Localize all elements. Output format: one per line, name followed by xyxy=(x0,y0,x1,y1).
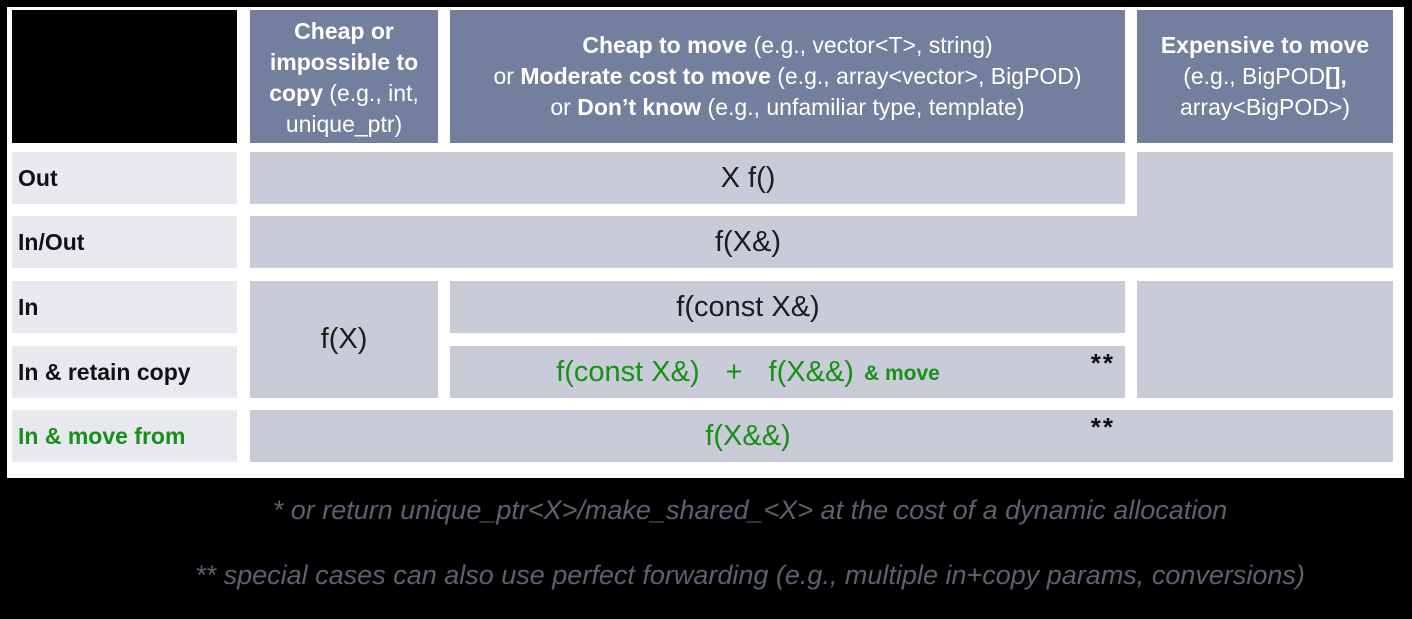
header-col3-line3: array<BigPOD>) xyxy=(1179,94,1350,120)
retain-and-move: & move xyxy=(863,362,940,385)
retain-rvalue-ref: f(X&&) xyxy=(768,355,854,388)
code-by-value-signature: f(X) xyxy=(320,323,368,355)
footnote-perfect-forwarding: ** special cases can also use perfect fo… xyxy=(195,560,1305,590)
header-col3-line1: Expensive to move xyxy=(1160,32,1370,58)
row-label-in-out: In/Out xyxy=(12,216,237,268)
header-col2-line3: or Don’t know (e.g., unfamiliar type, te… xyxy=(550,94,1025,120)
cell-expensive-in-retain xyxy=(1137,281,1393,398)
corner-block xyxy=(12,10,237,143)
footnote-marker-retain: ** xyxy=(1090,348,1115,378)
header-col1-rest: (e.g., int, unique_ptr) xyxy=(285,80,419,137)
header-cheap-or-moderate-to-move: Cheap to move (e.g., vector<T>, string) … xyxy=(450,10,1125,143)
header-col1-bold: Cheap or impossible to copy xyxy=(269,18,419,106)
cell-inout xyxy=(250,216,1393,268)
header-col3-line2: (e.g., BigPOD[], xyxy=(1183,63,1347,89)
retain-const-ref: f(const X&) xyxy=(556,355,700,388)
row-label-in: In xyxy=(12,281,237,333)
row-label-in-retain-copy: In & retain copy xyxy=(12,346,237,398)
footnote-dynamic-allocation: * or return unique_ptr<X>/make_shared_<X… xyxy=(272,495,1228,525)
code-out-signature: X f() xyxy=(720,161,776,194)
cell-in-retain-copy xyxy=(450,346,1125,398)
cell-cheap-copy-in-span xyxy=(250,281,438,398)
code-retain-copy-signature: f(const X&) + f(X&&) & move xyxy=(250,346,1246,398)
row-label-out: Out xyxy=(12,152,237,204)
header-cheap-or-impossible-to-copy: Cheap or impossible to copy (e.g., int, … xyxy=(250,10,438,143)
header-col2-line2: or Moderate cost to move (e.g., array<ve… xyxy=(493,63,1082,89)
row-label-in-move-from: In & move from xyxy=(12,410,237,462)
retain-plus: + xyxy=(725,355,743,388)
header-col2-line1: Cheap to move (e.g., vector<T>, string) xyxy=(582,32,993,58)
header-expensive-to-move: Expensive to move (e.g., BigPOD[], array… xyxy=(1137,10,1393,143)
footnote-marker-move: ** xyxy=(1090,412,1115,442)
cell-in-move-from xyxy=(250,410,1393,462)
cell-in xyxy=(450,281,1125,333)
code-inout-signature: f(X&) xyxy=(714,225,782,258)
code-in-signature: f(const X&) xyxy=(676,290,820,323)
code-move-from-signature: f(X&&) xyxy=(705,419,791,452)
cell-out xyxy=(250,152,1125,204)
